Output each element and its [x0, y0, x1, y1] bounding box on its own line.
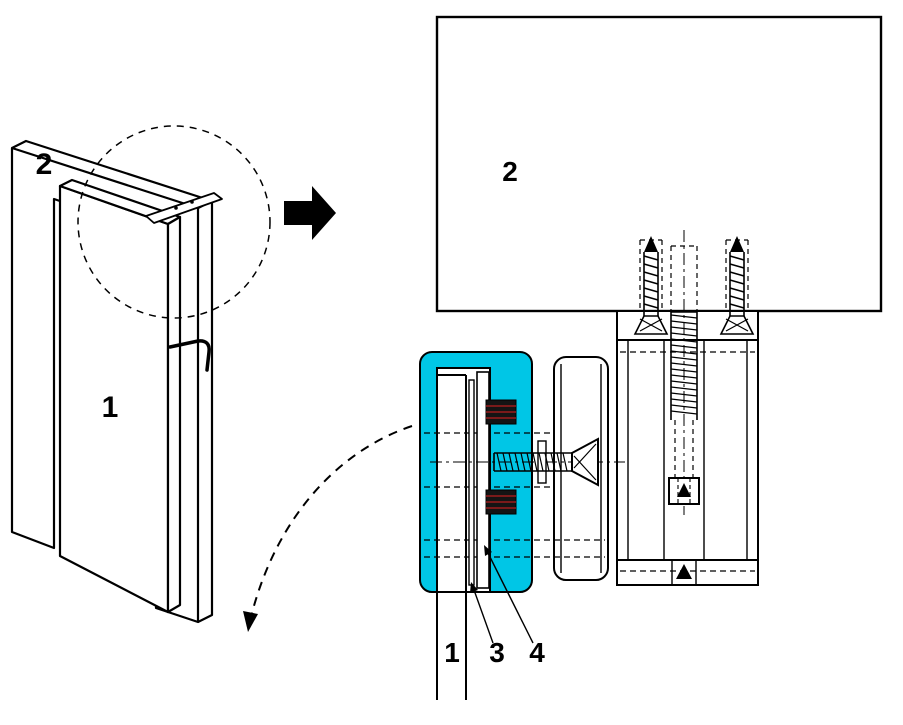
screw-head-cross-left [639, 318, 663, 332]
label-overview-door: 1 [102, 391, 119, 424]
detail-door-leaf-lines [436, 374, 467, 700]
clamp-screw-head [571, 437, 599, 487]
clamp-screw [430, 437, 625, 487]
threaded-inserts [485, 399, 517, 515]
bolt-socket-hidden [677, 478, 691, 504]
clamp-screw-washer [537, 440, 547, 484]
clamp-screw-head-cross [573, 443, 597, 481]
leader-line-3 [473, 589, 494, 644]
detail-frame-section [435, 15, 883, 313]
bolt-socket-arrow [677, 483, 691, 497]
leader-line-4 [487, 552, 534, 644]
door-handle [168, 339, 211, 372]
part-leaders [470, 545, 534, 644]
screw-head-cross-right [725, 318, 749, 332]
bracket-hidden-line [620, 351, 755, 572]
label-detail-frame: 2 [502, 156, 518, 187]
screw-threads-right [729, 255, 745, 309]
screw-tip-right [730, 236, 744, 252]
wood-screw-right [719, 236, 755, 335]
bolt-hole-hidden [670, 245, 698, 311]
door-leaf-edge-face [166, 215, 182, 614]
insert-threads-lower [486, 495, 516, 509]
bracket-bottom-ticks [671, 560, 697, 585]
pivot-plate-hole [174, 206, 178, 210]
door-overview-group [10, 139, 223, 624]
detail-door-leaf [436, 374, 467, 700]
pivot-plate-hole [190, 200, 194, 204]
detail-callout-circle [77, 125, 271, 319]
label-detail-part3: 3 [489, 637, 505, 668]
swing-arrow [243, 425, 413, 632]
swing-arrow-curve [251, 425, 413, 614]
adjuster-arrow-glyph [676, 564, 692, 579]
clamp-screw-threads [496, 452, 568, 472]
detail-pointer-arrow [284, 186, 336, 240]
adjustment-bolt [668, 230, 700, 515]
bolt-threads [670, 314, 698, 415]
gasket-strip-4 [476, 371, 490, 589]
mounting-bracket [616, 310, 759, 586]
bracket-outline [616, 310, 759, 586]
bracket-inner-walls [627, 340, 748, 560]
leader-arrow-3 [470, 582, 478, 593]
screw-threads-left [643, 255, 659, 309]
label-detail-door: 1 [444, 637, 460, 668]
swing-arrow-head [243, 611, 258, 632]
gasket-strip-3 [468, 379, 475, 586]
leader-arrow-4 [484, 545, 492, 556]
insert-threads-upper [486, 405, 516, 419]
label-overview-frame: 2 [36, 148, 53, 181]
label-detail-part4: 4 [529, 637, 545, 668]
bolt-shank-hidden [674, 420, 694, 478]
wood-screw-left [633, 236, 669, 335]
screw-tip-left [644, 236, 658, 252]
